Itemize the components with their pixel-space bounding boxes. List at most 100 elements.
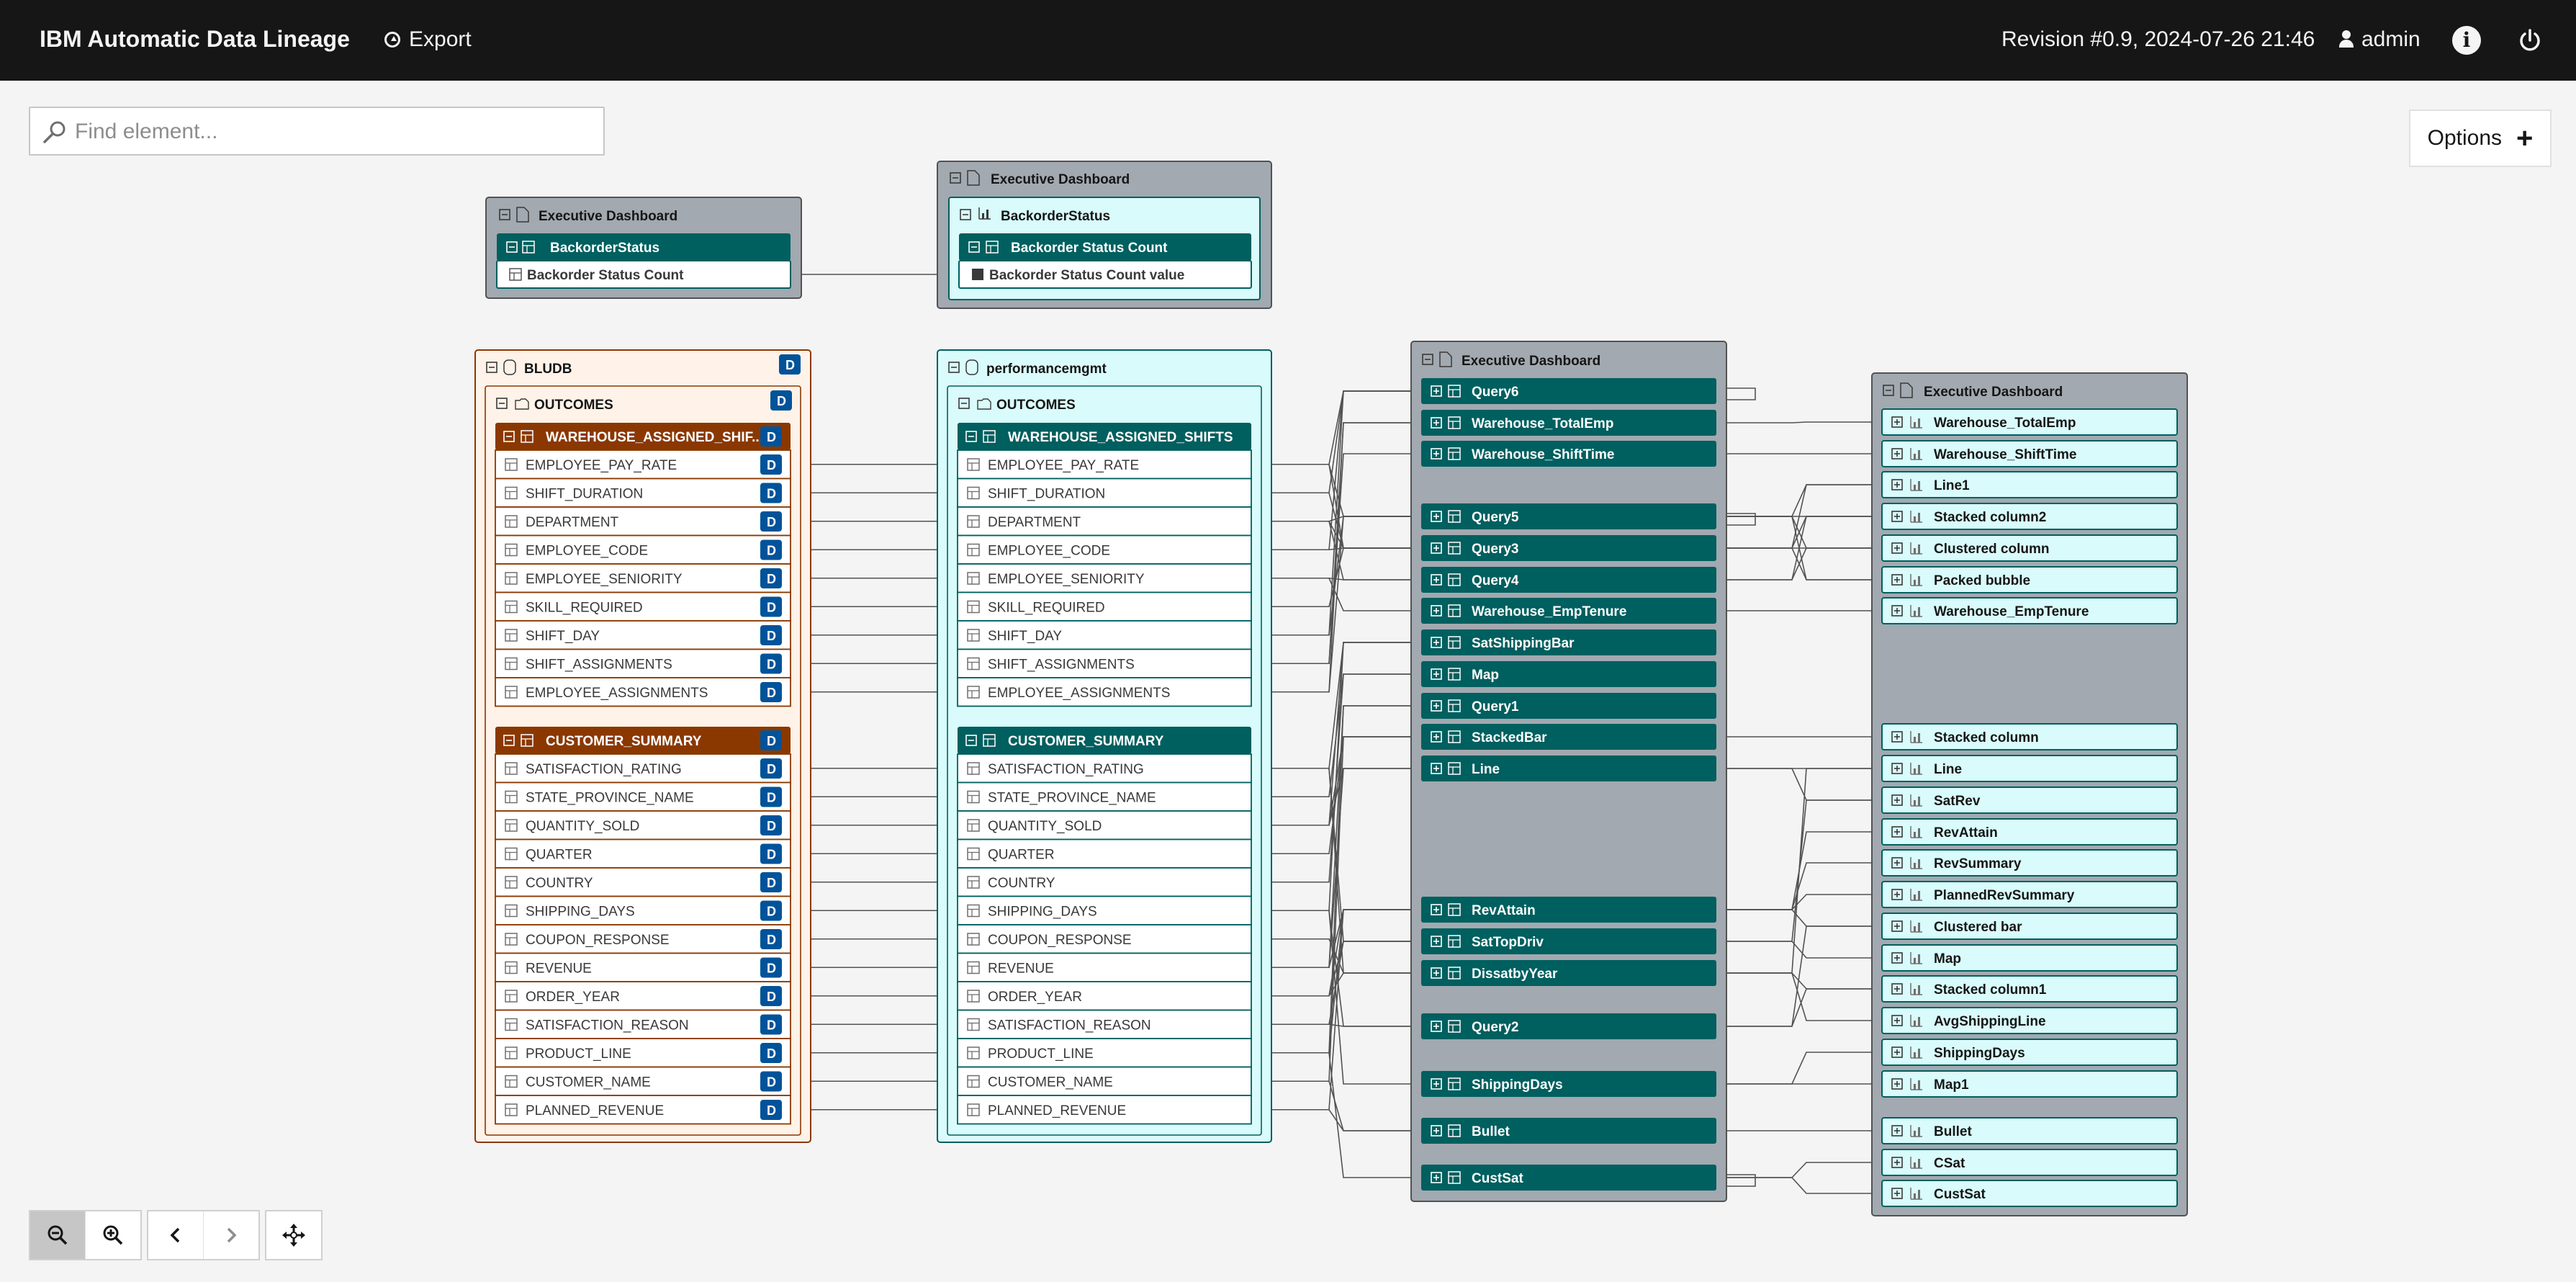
column-row[interactable]: EMPLOYEE_CODE [957, 534, 1252, 565]
data-badge[interactable]: D [770, 390, 792, 411]
collapse-toggle[interactable] [506, 241, 518, 253]
expand-toggle[interactable] [1431, 417, 1442, 429]
data-badge[interactable]: D [760, 815, 782, 835]
column-row[interactable]: SHIFT_ASSIGNMENTS [957, 648, 1252, 678]
expand-toggle[interactable] [1891, 794, 1903, 806]
data-badge[interactable]: D [760, 730, 782, 750]
data-badge[interactable]: D [760, 596, 782, 617]
query-item[interactable]: Warehouse_TotalEmp [1421, 410, 1716, 436]
table-node[interactable]: WAREHOUSE_ASSIGNED_SHIF...DEMPLOYEE_PAY_… [495, 423, 791, 707]
options-button[interactable]: Options + [2409, 109, 2552, 167]
collapse-toggle[interactable] [1422, 354, 1433, 365]
visual-item[interactable]: Line1 [1881, 471, 2178, 498]
expand-toggle[interactable] [1891, 983, 1903, 995]
data-badge[interactable]: D [760, 786, 782, 807]
collapse-toggle[interactable] [950, 172, 961, 184]
query-item[interactable]: Warehouse_ShiftTime [1421, 441, 1716, 467]
visual-item[interactable]: Bullet [1881, 1117, 2178, 1144]
visual-item[interactable]: RevSummary [1881, 849, 2178, 877]
visual-item[interactable]: Stacked column [1881, 723, 2178, 750]
visual-item[interactable]: Stacked column2 [1881, 503, 2178, 530]
query-item[interactable]: SatTopDriv [1421, 928, 1716, 954]
expand-toggle[interactable] [1891, 920, 1903, 932]
visual-item[interactable]: PlannedRevSummary [1881, 881, 2178, 908]
data-badge[interactable]: D [760, 758, 782, 779]
visual-item[interactable]: Warehouse_EmpTenure [1881, 597, 2178, 624]
info-icon[interactable]: i [2452, 26, 2481, 55]
column-row[interactable]: SHIPPING_DAYS [957, 895, 1252, 925]
column-row[interactable]: COUNTRY [957, 867, 1252, 897]
query-item[interactable]: Query3 [1421, 535, 1716, 561]
query-item[interactable]: Warehouse_EmpTenure [1421, 598, 1716, 624]
query-item[interactable]: Line [1421, 756, 1716, 781]
query-item[interactable]: ShippingDays [1421, 1071, 1716, 1097]
column-row[interactable]: SATISFACTION_REASON [957, 1009, 1252, 1039]
expand-toggle[interactable] [1431, 1172, 1442, 1183]
zoom-in-button[interactable] [86, 1211, 140, 1259]
column-row[interactable]: SKILL_REQUIRED [957, 591, 1252, 622]
column-row[interactable]: EMPLOYEE_PAY_RATE [957, 449, 1252, 480]
query-item[interactable]: Bullet [1421, 1118, 1716, 1144]
export-button[interactable]: Export [384, 27, 472, 52]
visual-item[interactable]: SatRev [1881, 786, 2178, 814]
data-badge[interactable]: D [760, 843, 782, 864]
data-badge[interactable]: D [760, 1043, 782, 1063]
query-item[interactable]: Query4 [1421, 567, 1716, 593]
data-badge[interactable]: D [760, 539, 782, 560]
expand-toggle[interactable] [1431, 1078, 1442, 1090]
visual-item[interactable]: Warehouse_ShiftTime [1881, 440, 2178, 467]
expand-toggle[interactable] [1891, 1188, 1903, 1199]
expand-toggle[interactable] [1431, 542, 1442, 554]
expand-toggle[interactable] [1431, 904, 1442, 915]
collapse-toggle[interactable] [965, 735, 977, 746]
column-row[interactable]: SHIFT_DAY [957, 620, 1252, 650]
expand-toggle[interactable] [1891, 1046, 1903, 1058]
data-badge[interactable]: D [760, 568, 782, 588]
expand-toggle[interactable] [1891, 574, 1903, 586]
collapse-toggle[interactable] [948, 362, 960, 373]
query-item[interactable]: Query5 [1421, 503, 1716, 529]
visual-item[interactable]: Clustered bar [1881, 913, 2178, 940]
column-row[interactable]: PRODUCT_LINE [957, 1038, 1252, 1068]
column-row[interactable]: QUANTITY_SOLD [957, 810, 1252, 841]
expand-toggle[interactable] [1891, 511, 1903, 522]
expand-toggle[interactable] [1891, 1015, 1903, 1026]
expand-toggle[interactable] [1891, 1078, 1903, 1090]
expand-toggle[interactable] [1891, 1157, 1903, 1168]
fit-to-screen-button[interactable] [266, 1211, 321, 1259]
column-row[interactable]: PLANNED_REVENUE [957, 1095, 1252, 1125]
user-menu[interactable]: admin [2338, 27, 2420, 52]
expand-toggle[interactable] [1431, 637, 1442, 648]
forward-button[interactable] [204, 1211, 258, 1259]
expand-toggle[interactable] [1431, 1021, 1442, 1032]
expand-toggle[interactable] [1891, 952, 1903, 964]
visual-item[interactable]: CustSat [1881, 1180, 2178, 1207]
column-row[interactable]: ORDER_YEAR [957, 981, 1252, 1011]
visual-item[interactable]: Map1 [1881, 1070, 2178, 1098]
column-row[interactable]: EMPLOYEE_ASSIGNMENTS [957, 677, 1252, 707]
data-badge[interactable]: D [779, 354, 801, 375]
collapse-toggle[interactable] [1883, 385, 1894, 396]
expand-toggle[interactable] [1891, 1125, 1903, 1137]
collapse-toggle[interactable] [499, 209, 510, 220]
expand-toggle[interactable] [1891, 605, 1903, 617]
find-element-input[interactable] [73, 117, 595, 147]
expand-toggle[interactable] [1891, 763, 1903, 774]
collapse-toggle[interactable] [958, 398, 970, 409]
data-badge[interactable]: D [760, 426, 782, 447]
visual-item[interactable]: Line [1881, 755, 2178, 782]
expand-toggle[interactable] [1431, 385, 1442, 397]
